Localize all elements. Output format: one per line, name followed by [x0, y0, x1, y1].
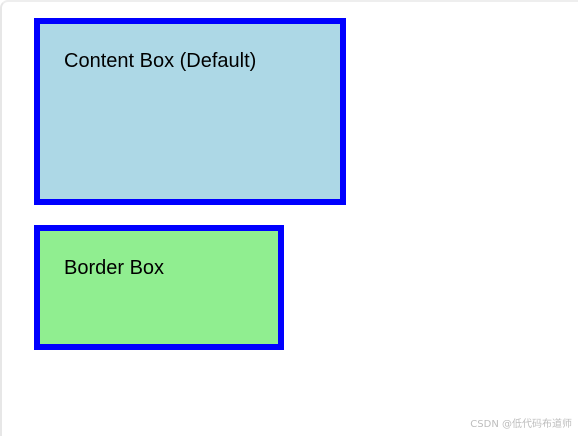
csdn-watermark: CSDN @低代码布道师	[470, 419, 572, 430]
border-box-demo: Border Box	[34, 225, 284, 350]
border-box-label: Border Box	[64, 257, 165, 279]
content-box-label: Content Box (Default)	[64, 50, 257, 72]
content-box-demo: Content Box (Default)	[34, 18, 346, 205]
